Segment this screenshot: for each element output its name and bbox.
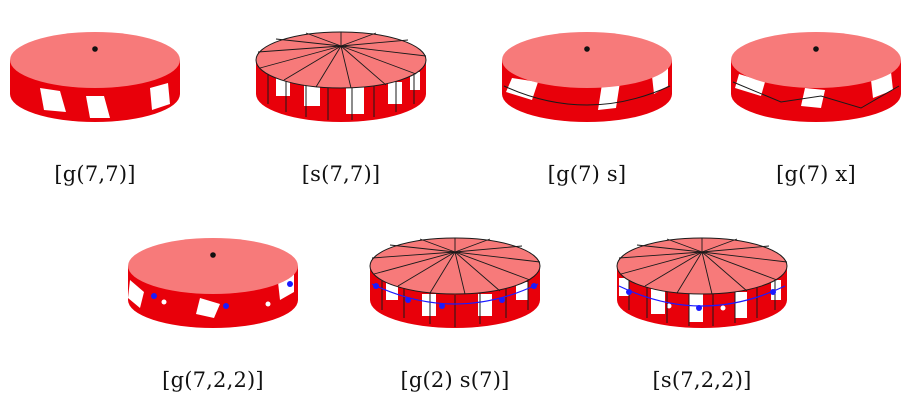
panel-label: [s(7,7)] — [301, 162, 381, 186]
disk-g722-icon — [128, 238, 298, 328]
disk-g7s-icon — [502, 32, 672, 122]
panel-label: [g(7) x] — [776, 162, 856, 186]
disk-g2s7-icon — [369, 237, 541, 328]
panel-g2s7: [g(2) s(7)] — [360, 218, 550, 392]
panel-label: [g(2) s(7)] — [400, 368, 510, 392]
panel-g7s: [g(7) s] — [492, 12, 682, 186]
panel-label: [g(7,7)] — [54, 162, 136, 186]
disk-g7x-icon — [731, 32, 901, 122]
panel-label: [g(7) s] — [547, 162, 627, 186]
panel-label: [g(7,2,2)] — [162, 368, 264, 392]
panel-g722: [g(7,2,2)] — [118, 218, 308, 392]
disk-s77-icon — [255, 31, 427, 122]
disk-g77-icon — [10, 32, 180, 122]
panel-g77: [g(7,7)] — [0, 12, 190, 186]
panel-label: [s(7,2,2)] — [652, 368, 752, 392]
panel-s77: [s(7,7)] — [246, 12, 436, 186]
panel-s722: [s(7,2,2)] — [607, 218, 797, 392]
disk-s722-icon — [616, 237, 788, 328]
panel-g7x: [g(7) x] — [721, 12, 911, 186]
